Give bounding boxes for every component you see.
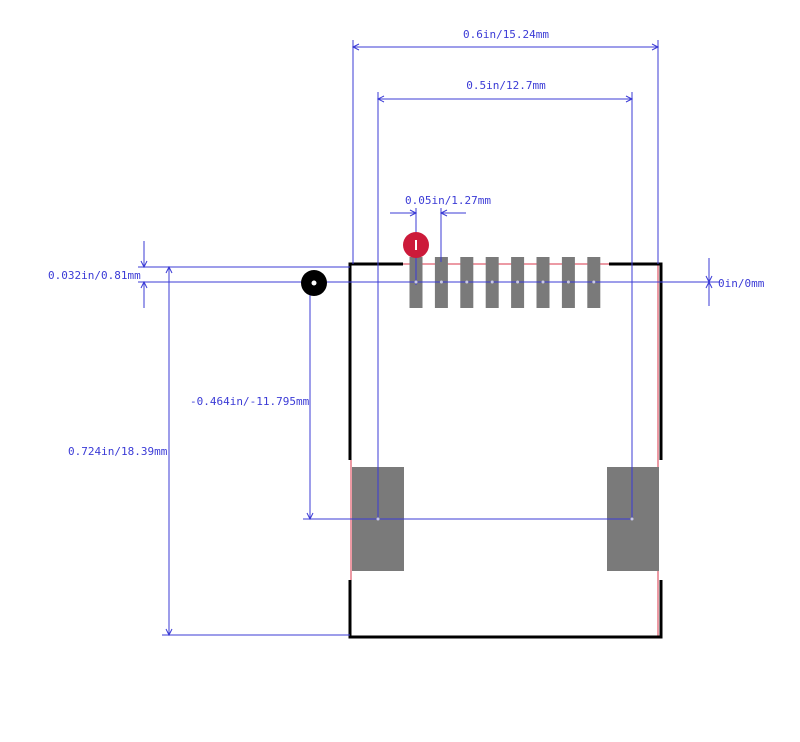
label-origin-offset: 0in/0mm [718,277,765,290]
label-mount-vertical: -0.464in/-11.795mm [190,395,310,408]
pin1-marker[interactable] [403,232,429,258]
pad-center-mark [490,280,494,284]
pad-center-mark [566,280,570,284]
dimension-lines [138,40,720,636]
silkscreen-outline [348,262,663,639]
mount-pad-center-mark [376,517,380,521]
label-pin-pitch: 0.05in/1.27mm [405,194,491,207]
courtyard-outline [350,263,659,638]
pad-center-mark [516,280,520,284]
origin-marker[interactable] [301,270,327,296]
label-overall-width: 0.6in/15.24mm [463,28,549,41]
label-mount-span: 0.5in/12.7mm [466,79,546,92]
pad-center-mark [465,280,469,284]
label-top-offset: 0.032in/0.81mm [48,269,141,282]
pad-center-mark [439,280,443,284]
pad-center-mark [541,280,545,284]
pad-center-mark [592,280,596,284]
pad-center-marks [376,280,634,521]
label-overall-height: 0.724in/18.39mm [68,445,168,458]
pad-center-mark [414,280,418,284]
mount-pad-center-mark [630,517,634,521]
